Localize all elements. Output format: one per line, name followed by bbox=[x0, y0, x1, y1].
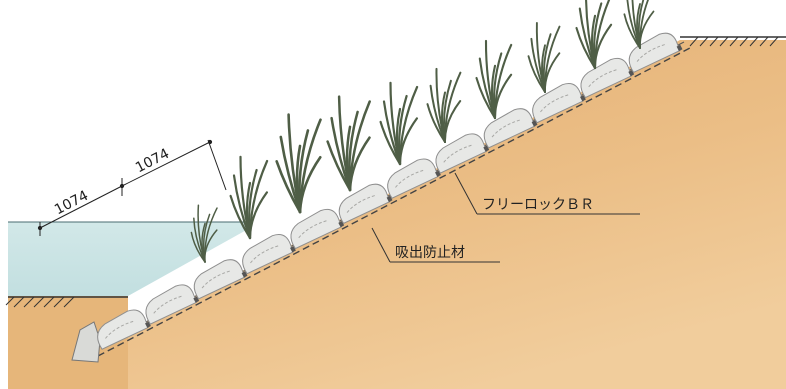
water-body bbox=[8, 222, 250, 296]
riverbed-hatching bbox=[5, 296, 75, 308]
filter-sheet-line bbox=[97, 47, 691, 357]
revetment-block bbox=[483, 108, 538, 149]
filter-label: 吸出防止材 bbox=[395, 245, 465, 261]
grass-tuft bbox=[575, 0, 613, 70]
revetment-block bbox=[628, 32, 683, 74]
revetment-block bbox=[532, 82, 586, 124]
revetment-block bbox=[290, 208, 345, 250]
block-label: フリーロックＢＲ bbox=[482, 197, 594, 213]
revetment-block bbox=[193, 259, 248, 300]
grass-tuft bbox=[190, 204, 218, 263]
revetment-block bbox=[97, 309, 151, 350]
dimension-annotation bbox=[37, 139, 227, 236]
grass-tuft bbox=[275, 113, 322, 214]
revetment-block bbox=[435, 133, 490, 174]
revetment-block bbox=[338, 183, 393, 225]
vegetation bbox=[190, 0, 655, 263]
grass-tuft bbox=[623, 0, 655, 49]
revetment-block bbox=[242, 233, 296, 275]
block-row bbox=[97, 32, 683, 350]
revetment-block bbox=[145, 284, 200, 325]
label-leaders bbox=[371, 172, 640, 263]
grass-tuft bbox=[475, 39, 513, 120]
grass-tuft bbox=[379, 81, 419, 166]
soil-embankment bbox=[8, 40, 786, 389]
grass-tuft bbox=[326, 95, 371, 192]
toe-footing bbox=[71, 321, 101, 363]
grass-tuft bbox=[527, 22, 561, 93]
crest-hatching bbox=[689, 36, 779, 47]
grass-tuft bbox=[426, 67, 462, 143]
revetment-block bbox=[387, 158, 441, 199]
revetment-block bbox=[580, 57, 635, 99]
grass-tuft bbox=[229, 155, 269, 240]
